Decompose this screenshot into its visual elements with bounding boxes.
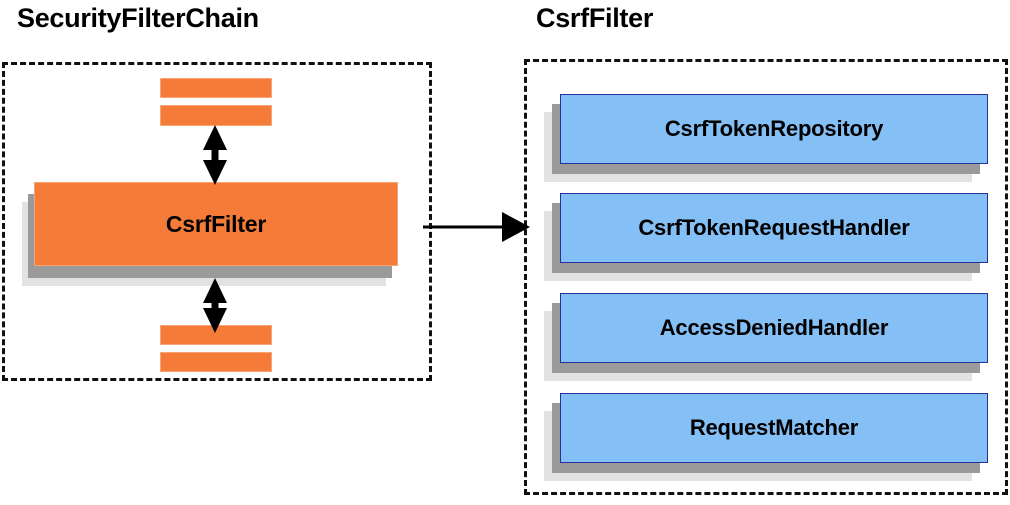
card-face: AccessDeniedHandler: [560, 293, 988, 363]
component-card-csrf-token-repository[interactable]: CsrfTokenRepository: [544, 94, 988, 182]
component-label: CsrfTokenRequestHandler: [638, 215, 910, 240]
csrf-filter-card[interactable]: CsrfFilter: [22, 182, 398, 286]
filter-bar-bottom-1: [160, 325, 272, 345]
page-title-security-filter-chain: SecurityFilterChain: [17, 3, 259, 33]
csrffilter-expand-arrow: [423, 212, 530, 242]
component-label: RequestMatcher: [689, 415, 859, 440]
component-card-csrf-token-request-handler[interactable]: CsrfTokenRequestHandler: [544, 193, 988, 281]
component-card-access-denied-handler[interactable]: AccessDeniedHandler: [544, 293, 988, 381]
card-face: RequestMatcher: [560, 393, 988, 463]
filter-bar-top-2: [160, 105, 272, 126]
csrf-filter-detail-panel: [524, 59, 1008, 495]
page-title-csrf-filter: CsrfFilter: [536, 3, 654, 33]
component-label: AccessDeniedHandler: [659, 315, 889, 340]
card-face: CsrfTokenRepository: [560, 94, 988, 164]
security-filter-chain-panel: [2, 62, 432, 381]
card-face: CsrfFilter: [34, 182, 398, 266]
filter-bar-top-1: [160, 78, 272, 98]
component-card-request-matcher[interactable]: RequestMatcher: [544, 393, 988, 481]
component-label: CsrfTokenRepository: [664, 116, 884, 141]
csrf-filter-label: CsrfFilter: [165, 210, 267, 237]
card-face: CsrfTokenRequestHandler: [560, 193, 988, 263]
filter-bar-bottom-2: [160, 352, 272, 372]
